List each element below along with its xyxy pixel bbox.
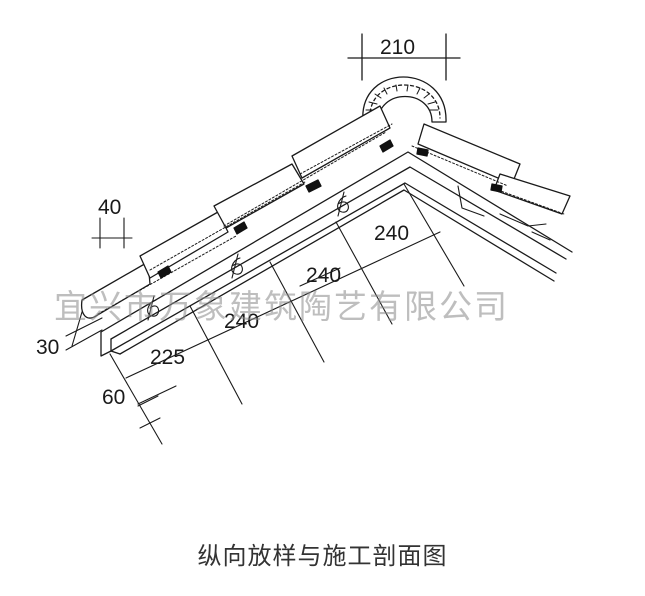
eave-depth-label: 60 [102,386,125,409]
ridge-tile [362,76,447,123]
spacing-label-2: 240 [306,264,341,287]
tiles-right-slope [417,123,571,215]
tile-ties [147,191,349,321]
tile [291,105,391,179]
mortar-blocks [157,139,503,279]
roof-deck [100,151,573,357]
tile [493,173,571,215]
eave-depth-dimension [137,395,161,429]
spacing-dimensions [109,183,465,445]
diagram-caption: 纵向放样与施工剖面图 [197,542,448,570]
ridge-width-label: 210 [380,36,415,59]
ridge-width-dimension [347,33,461,81]
eave-overhang-dimension [65,311,103,351]
battens [457,185,551,241]
eave-overhang-label: 30 [36,336,59,359]
tile [213,163,305,229]
spacing-label-1: 240 [224,310,259,333]
tile [139,211,229,279]
tile-hatching-left [97,123,393,315]
company-watermark: 宜兴市万象建筑陶艺有限公司 [54,287,509,326]
spacing-label-3: 240 [374,222,409,245]
tile-thickness-dimension [91,217,133,249]
tile-thickness-label: 40 [98,196,121,219]
tiles-left-slope [80,105,391,319]
first-spacing-label: 225 [150,346,185,369]
